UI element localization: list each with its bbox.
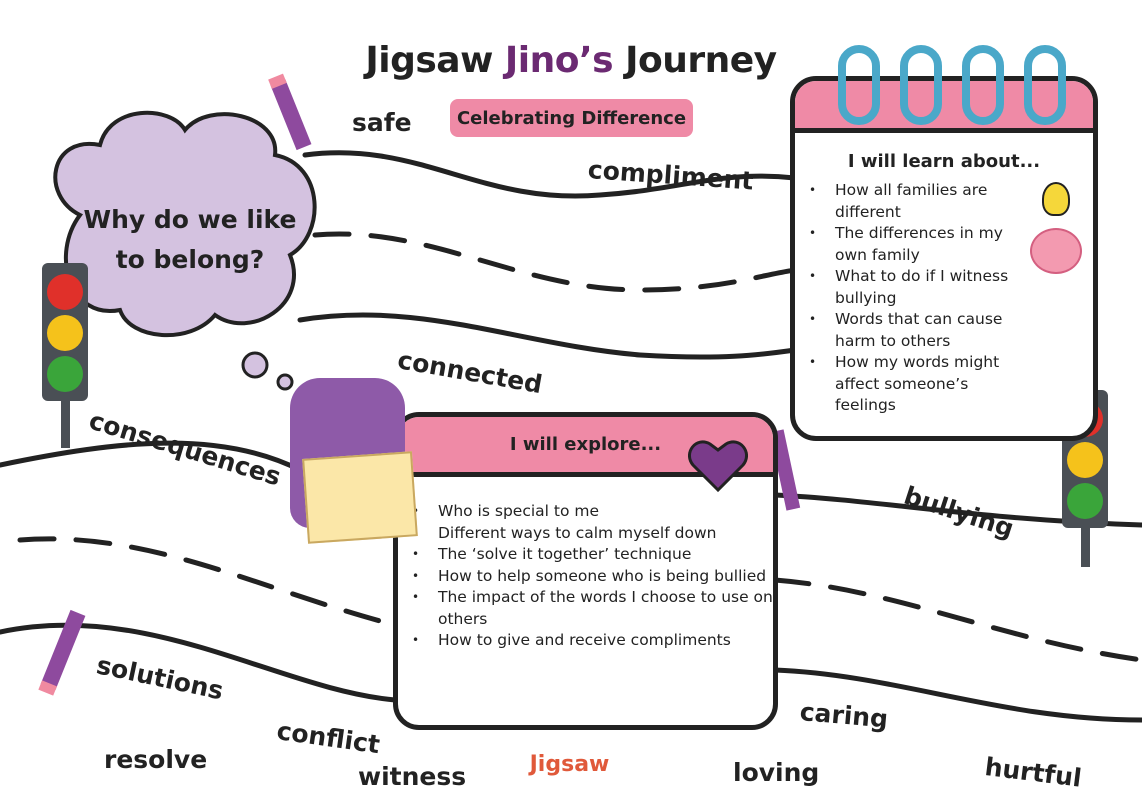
explore-card: I will explore... Who is special to me D… — [393, 412, 778, 730]
lightbulb-icon — [1042, 182, 1070, 216]
list-item: How to help someone who is being bullied — [398, 566, 773, 588]
list-item: Words that can cause harm to others — [795, 309, 1027, 352]
traffic-light-pole — [61, 400, 70, 448]
list-item: The ‘solve it together’ technique — [398, 544, 773, 566]
word-loving: loving — [733, 758, 820, 787]
traffic-light-icon — [42, 263, 88, 401]
explore-card-title: I will explore... — [509, 434, 662, 455]
list-item: How all families are different — [795, 180, 1027, 223]
thought-cloud — [53, 110, 317, 337]
topic-badge: Celebrating Difference — [450, 99, 693, 137]
thought-bubble-icon — [276, 373, 294, 391]
traffic-light-pole — [1081, 527, 1090, 567]
binder-ring-icon — [900, 45, 942, 125]
binder-ring-icon — [838, 45, 880, 125]
map-icon — [302, 451, 418, 544]
pencil-icon — [268, 73, 312, 151]
word-resolve: resolve — [104, 745, 208, 774]
binder-ring-icon — [1024, 45, 1066, 125]
puzzle-heart-icon — [688, 440, 748, 493]
brain-character-icon — [1030, 228, 1082, 274]
word-safe: safe — [352, 108, 412, 137]
list-item: The differences in my own family — [795, 223, 1027, 266]
pencil-icon — [38, 609, 86, 696]
list-item: What to do if I witness bullying — [795, 266, 1027, 309]
thought-bubble-icon — [241, 351, 269, 379]
cloud-question: Why do we like to belong? — [83, 205, 297, 274]
list-item: Who is special to me — [398, 501, 773, 523]
learn-card-title: I will learn about... — [847, 151, 1041, 172]
list-item: How to give and receive compliments — [398, 630, 773, 652]
list-item: The impact of the words I choose to use … — [398, 587, 773, 630]
page-title: Jigsaw Jino’s Journey — [365, 40, 777, 81]
jigsaw-logo: Jigsaw — [529, 752, 610, 777]
list-item: How my words might affect someone’s feel… — [795, 352, 1027, 417]
word-witness: witness — [358, 762, 467, 791]
list-item: Different ways to calm myself down — [398, 523, 773, 545]
binder-ring-icon — [962, 45, 1004, 125]
